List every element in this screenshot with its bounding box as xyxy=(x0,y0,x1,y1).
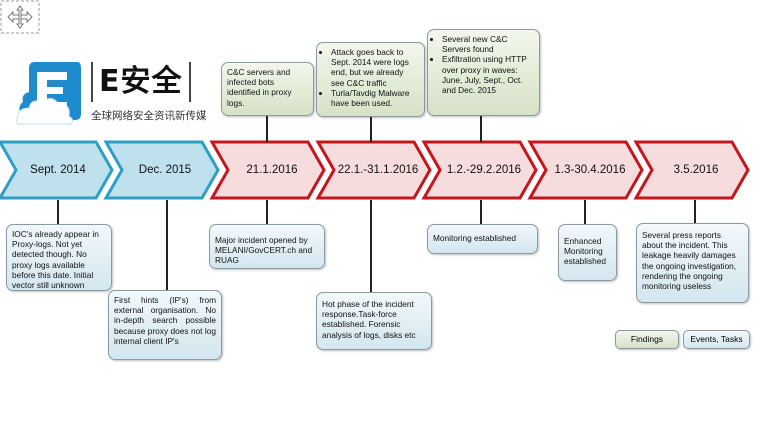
timeline-arrow xyxy=(421,140,538,200)
timeline-label-dec2015: Dec. 2015 xyxy=(138,164,192,176)
timeline-arrow xyxy=(103,140,220,200)
timeline-label-feb: 1.2.-29.2.2016 xyxy=(446,164,522,176)
expand-icon[interactable] xyxy=(0,0,40,34)
timeline-arrow xyxy=(209,140,326,200)
connector-line xyxy=(480,116,482,142)
event-feb: Monitoring established xyxy=(427,224,538,254)
timeline-label-jan22: 22.1.-31.1.2016 xyxy=(337,164,419,176)
connector-line xyxy=(370,117,372,142)
finding-jan22-item: Turla/Tavdig Malware have been used. xyxy=(331,88,419,108)
connector-line xyxy=(694,200,696,224)
timeline-arrow xyxy=(315,140,432,200)
event-dec2015: First hints (IP's) from external organis… xyxy=(108,290,222,360)
connector-line xyxy=(266,116,268,142)
event-mar: Enhanced Monitoring established xyxy=(558,224,617,281)
timeline-arrows xyxy=(0,140,750,200)
event-sept2014: IOC's already appear in Proxy-logs. Not … xyxy=(6,224,112,291)
finding-jan21: C&C servers and infected bots identified… xyxy=(221,62,314,116)
timeline-label-mar: 1.3-30.4.2016 xyxy=(554,164,626,176)
logo-tagline: 全球网络安全资讯新传媒 xyxy=(91,110,207,122)
event-jan21: Major incident opened by MELANI/GovCERT.… xyxy=(209,224,325,269)
timeline-label-jan21: 21.1.2016 xyxy=(246,164,298,176)
connector-line xyxy=(166,200,168,290)
finding-jan22: Attack goes back to Sept. 2014 were logs… xyxy=(316,42,425,117)
timeline-arrow xyxy=(633,140,750,200)
finding-feb: Several new C&C Servers found Exfiltrati… xyxy=(427,29,540,116)
event-jan22: Hot phase of the incident response.Task-… xyxy=(316,292,432,350)
timeline-arrow xyxy=(527,140,644,200)
logo-brand: E安全 xyxy=(91,62,191,102)
legend-findings: Findings xyxy=(615,330,679,349)
connector-line xyxy=(57,200,59,224)
legend-events: Events, Tasks xyxy=(683,330,750,349)
finding-feb-item: Several new C&C Servers found xyxy=(442,34,534,54)
timeline-label-may: 3.5.2016 xyxy=(673,164,719,176)
timeline-label-sept2014: Sept. 2014 xyxy=(30,164,86,176)
timeline-arrow xyxy=(0,140,114,200)
logo: E安全 全球网络安全资讯新传媒 xyxy=(15,58,215,130)
connector-line xyxy=(480,200,482,224)
logo-letter-e xyxy=(37,72,67,110)
connector-line xyxy=(584,200,586,224)
connector-line xyxy=(266,200,268,224)
logo-emblem-icon xyxy=(16,62,81,125)
event-may: Several press reports about the incident… xyxy=(636,223,749,303)
finding-jan22-item: Attack goes back to Sept. 2014 were logs… xyxy=(331,47,419,88)
finding-feb-item: Exfiltration using HTTP over proxy in wa… xyxy=(442,54,534,95)
connector-line xyxy=(370,200,372,292)
